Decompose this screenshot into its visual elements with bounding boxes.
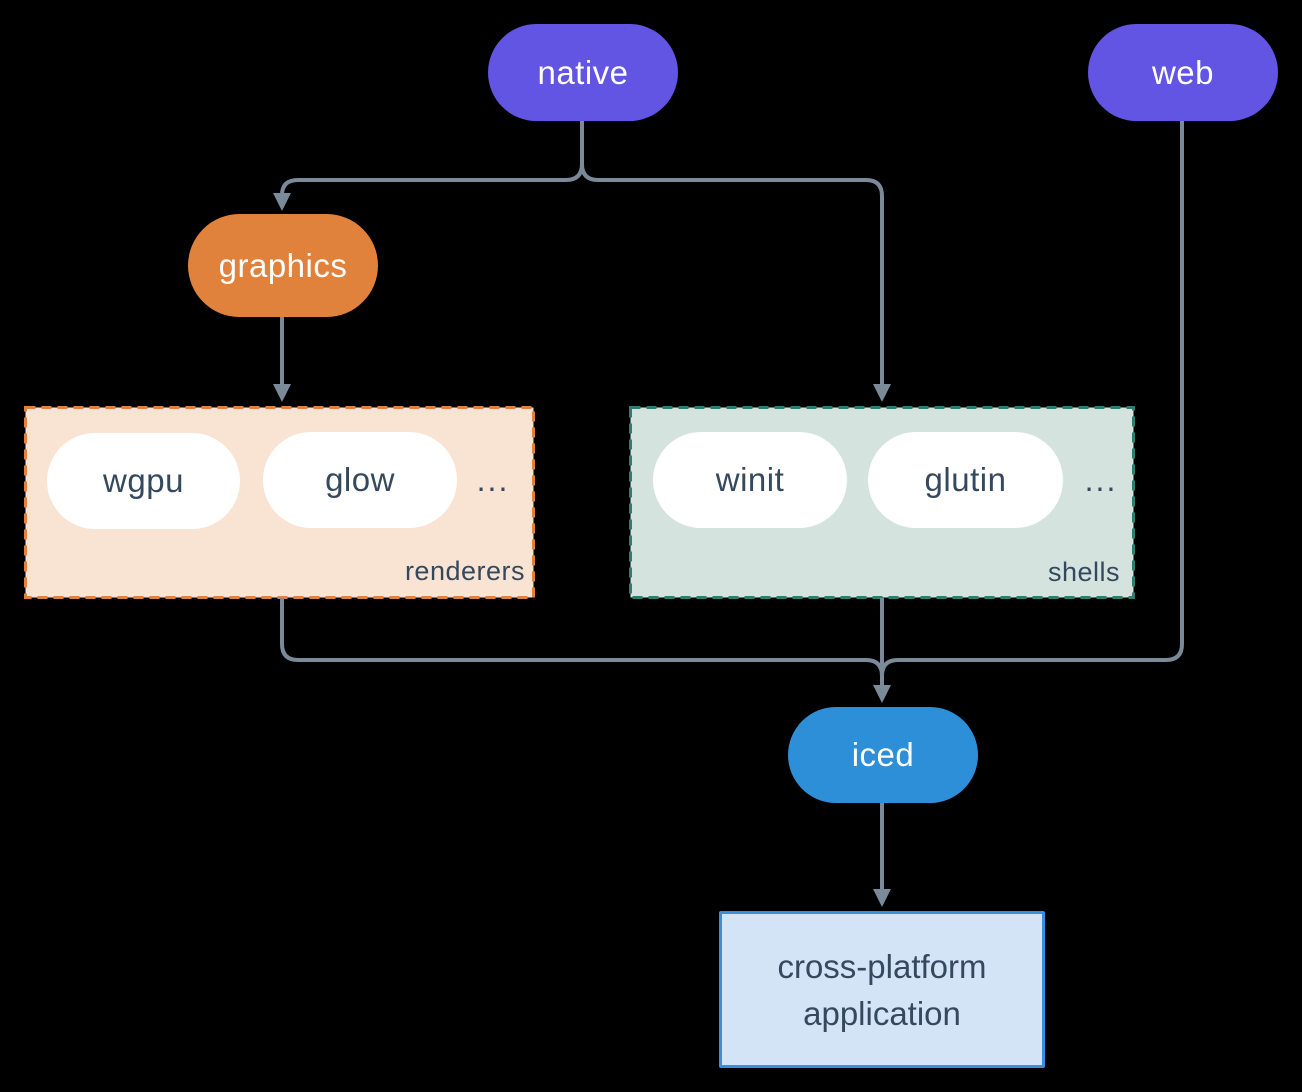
node-native: native [488, 24, 678, 121]
edge-native-graphics [273, 121, 584, 211]
node-cross-platform-application: cross-platform application [719, 911, 1045, 1068]
node-glutin: glutin [868, 432, 1063, 528]
edge-native-shells [580, 121, 891, 402]
edge-renderers-merge [280, 598, 884, 680]
node-wgpu: wgpu [47, 433, 240, 529]
node-iced: iced [788, 707, 978, 803]
renderers-group-label: renderers [404, 556, 525, 586]
shells-ellipsis: ... [1084, 461, 1118, 498]
node-graphics: graphics [188, 214, 378, 317]
node-glow: glow [263, 432, 457, 528]
renderers-ellipsis: ... [476, 461, 510, 498]
shells-group-label: shells [1047, 557, 1120, 587]
node-web: web [1088, 24, 1278, 121]
node-winit: winit [653, 432, 847, 528]
